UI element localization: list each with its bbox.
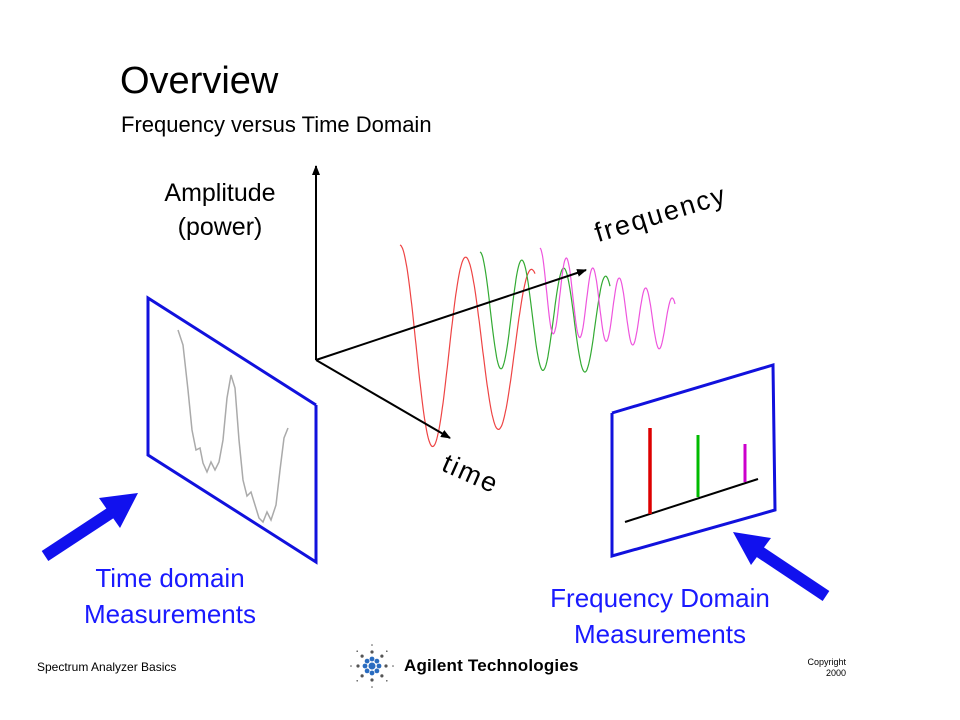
spark-dot [376,663,382,669]
frequency-domain-panel-frame [610,362,777,558]
spark-dot [380,674,384,678]
spark-center-dot [368,662,376,670]
spark-dot [369,670,375,676]
spark-dot [356,664,360,668]
spark-dot [364,658,370,664]
frequency-baseline [624,478,759,523]
spark-dot [364,668,370,674]
spark-dot [371,644,373,646]
time-domain-panel [146,295,318,565]
spark-dot [380,654,384,658]
spark-dot [371,686,373,688]
spark-dot [360,674,364,678]
time-domain-measurements-label: Time domain Measurements [50,560,290,632]
spark-dot [356,680,359,682]
amplitude-axis-label: Amplitude (power) [150,176,290,244]
spark-dot [350,665,352,667]
spark-dot [360,654,364,658]
amplitude-label-line2: (power) [177,213,263,241]
time-domain-line2: Measurements [84,599,256,629]
slide-subtitle: Frequency versus Time Domain [121,112,432,137]
time-domain-pointer-arrow [41,493,138,562]
green-sine-wave [479,251,611,373]
slide-title: Overview [120,60,279,102]
time-axis [315,359,451,439]
frequency-domain-measurements-label: Frequency Domain Measurements [505,580,815,652]
frequency-domain-pointer-arrow [733,532,830,601]
spark-dot [384,664,388,668]
agilent-logo-text: Agilent Technologies [404,656,579,675]
time-domain-waveform [177,329,289,524]
spark-dot [374,668,380,674]
copyright-notice: Copyright 2000 [790,657,846,679]
time-domain-panel-frame [146,295,318,565]
time-domain-line1: Time domain [95,563,245,593]
red-sine-wave [399,244,536,448]
frequency-domain-line2: Measurements [574,619,746,649]
spark-dot [386,680,388,682]
spark-dot [392,665,394,667]
spark-dot [356,650,359,652]
spark-dot [370,678,374,682]
amplitude-label-line1: Amplitude [164,179,276,207]
agilent-spark-logo [350,644,394,688]
copyright-line1: Copyright [807,657,846,667]
spark-dot [370,650,374,654]
spark-dot [386,650,388,652]
frequency-domain-panel [610,362,777,558]
magenta-sine-wave [539,247,676,350]
spark-dot [362,663,368,669]
frequency-axis [315,269,587,361]
spark-dot [369,656,375,662]
footer-course-title: Spectrum Analyzer Basics [37,660,177,674]
spark-dot [374,658,380,664]
frequency-domain-line1: Frequency Domain [550,583,770,613]
copyright-line2: 2000 [825,668,846,678]
